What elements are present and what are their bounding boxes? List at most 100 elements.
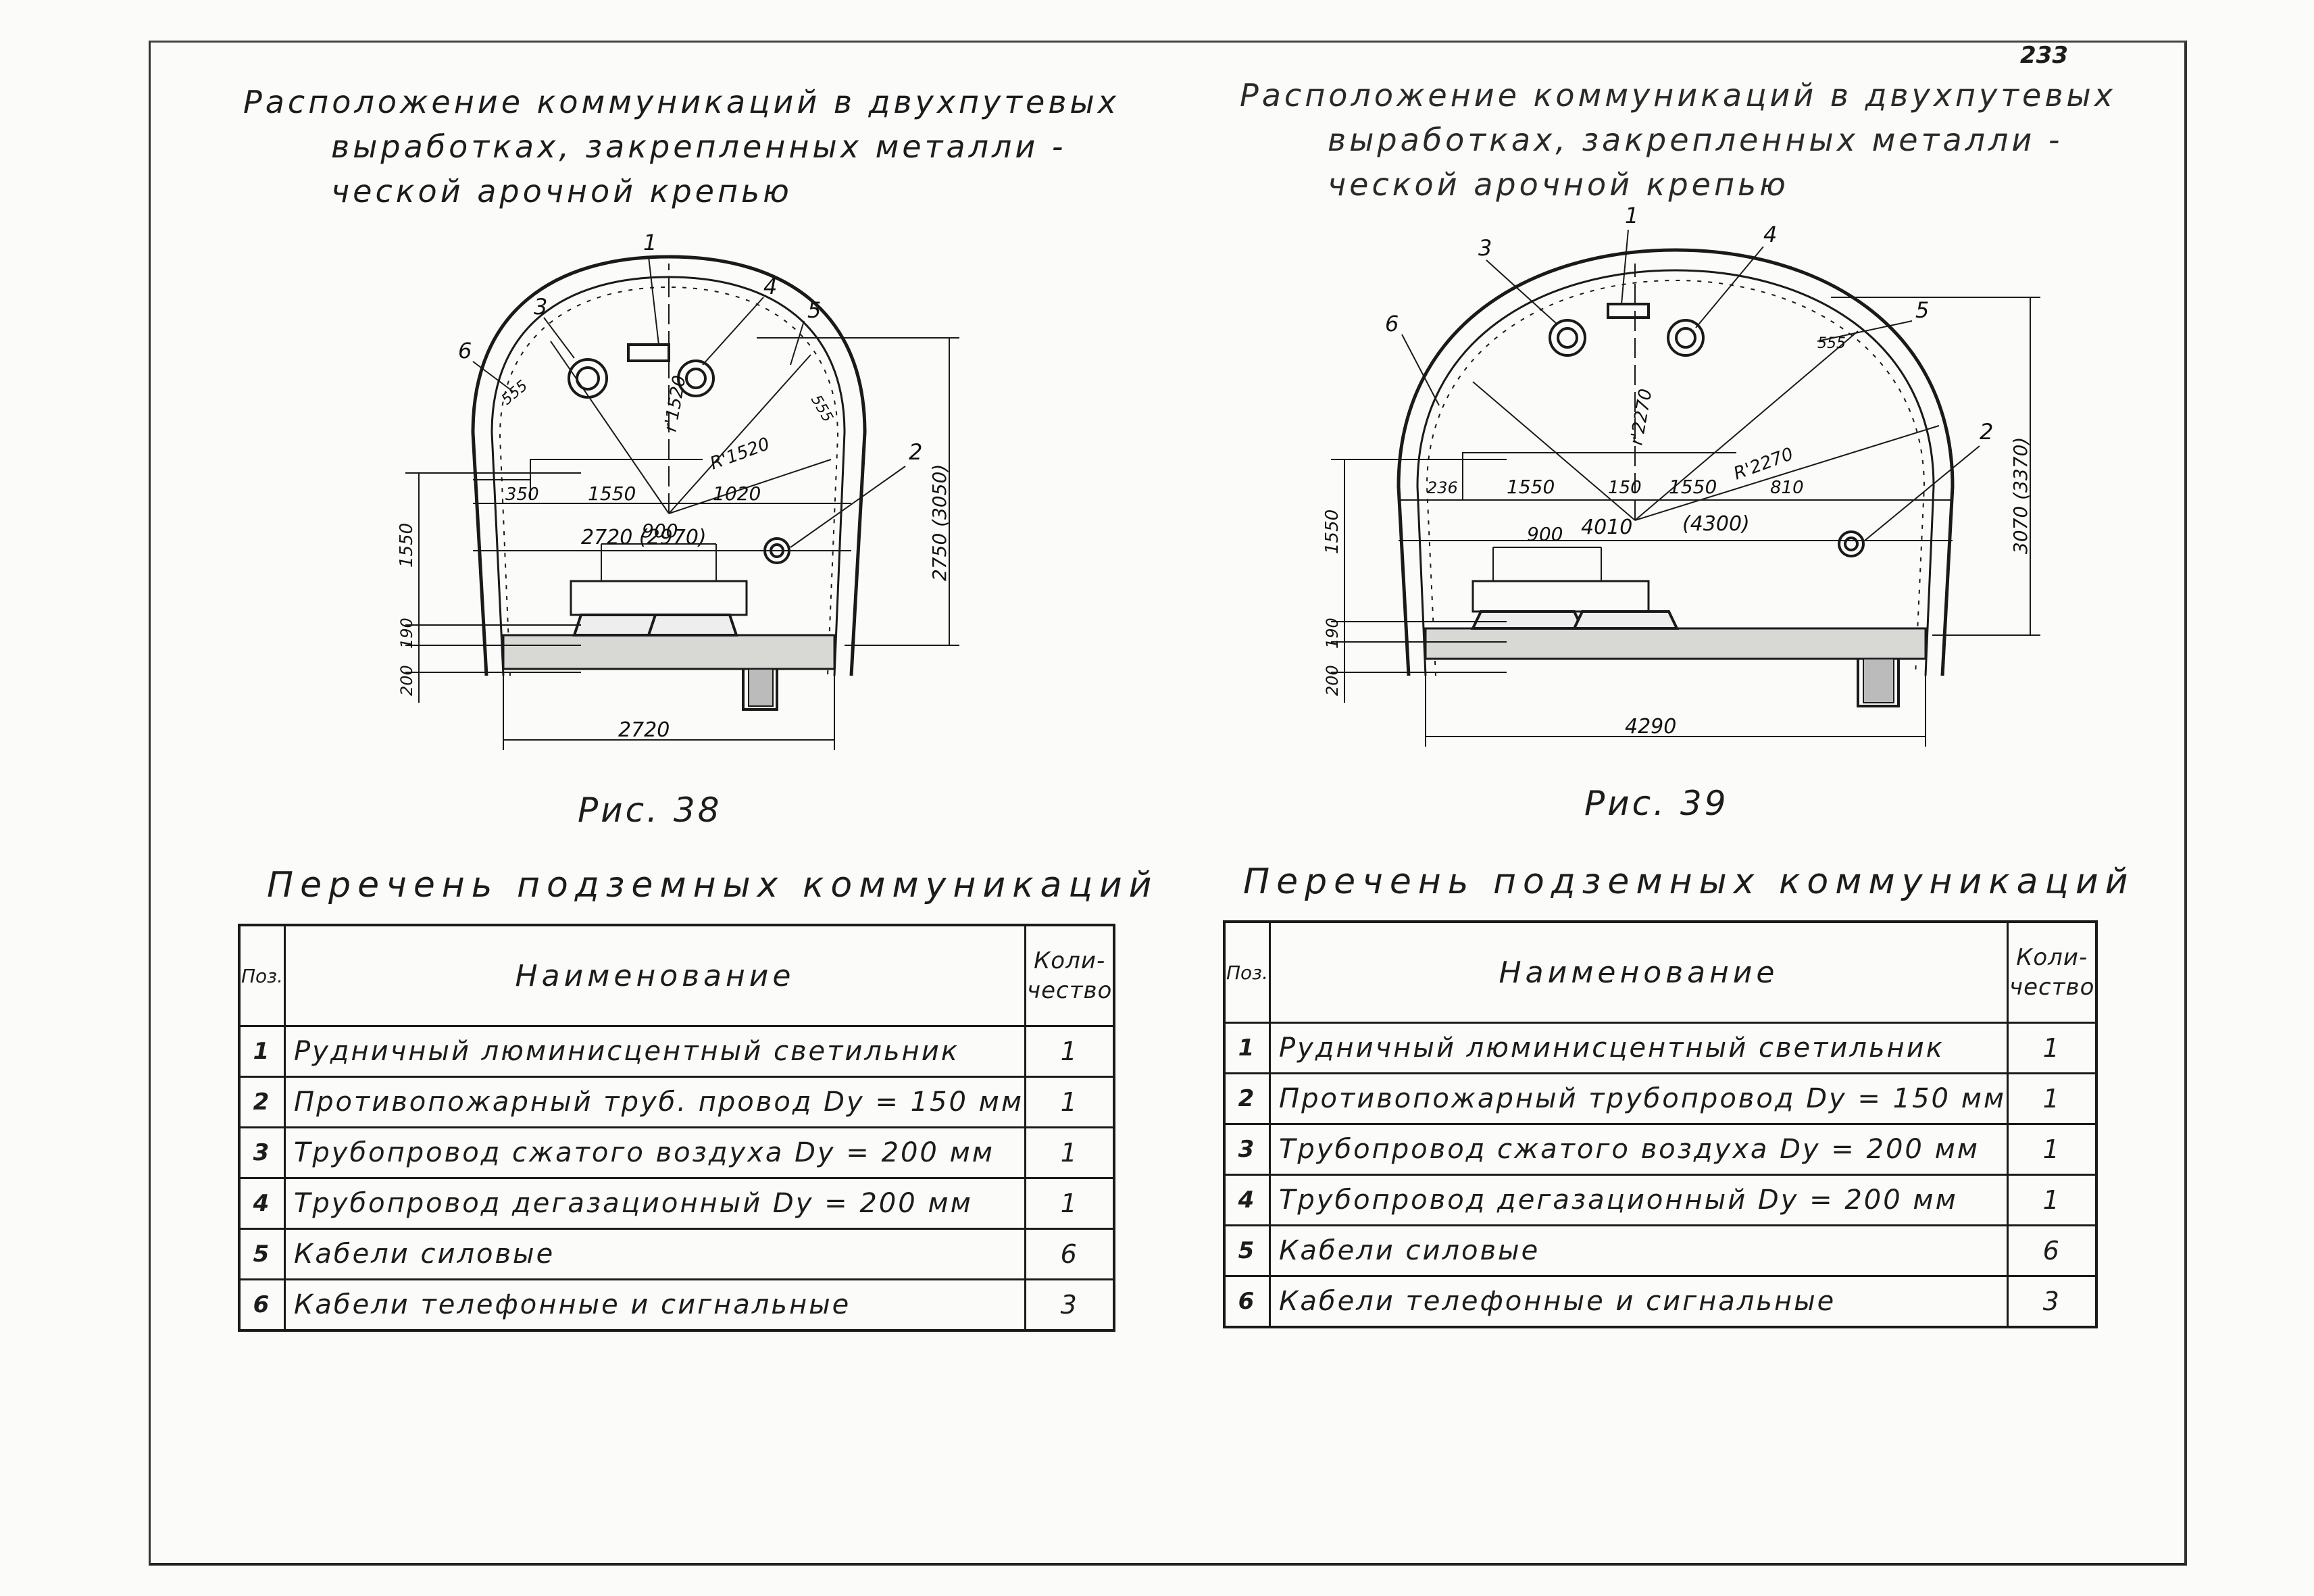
right-dim-810: 810 xyxy=(1770,478,1804,498)
row-qty: 3 xyxy=(1024,1278,1115,1332)
left-dim-r1: r'1520 xyxy=(660,374,690,433)
right-list-title: Перечень подземных коммуникаций xyxy=(1243,862,2135,902)
row-qty: 1 xyxy=(1024,1177,1115,1230)
row-number: 5 xyxy=(238,1228,286,1280)
left-dim-2720: 2720 xyxy=(618,718,670,742)
right-callout-5: 5 xyxy=(1915,297,1929,323)
right-dim-4300: (4300) xyxy=(1682,512,1750,536)
right-dim-v190: 190 xyxy=(1323,618,1342,649)
left-dim-900: 900 xyxy=(642,520,678,542)
left-callout-1: 1 xyxy=(643,230,657,255)
row-number: 1 xyxy=(1223,1022,1271,1074)
right-col-name: Наименование xyxy=(1268,920,2009,1024)
right-figure-caption: Рис. 39 xyxy=(1584,784,1729,823)
right-dim-900: 900 xyxy=(1527,523,1563,545)
right-dim-r1: r'2270 xyxy=(1626,387,1656,447)
right-dim-1550a: 1550 xyxy=(1507,476,1555,498)
row-number: 4 xyxy=(238,1177,286,1230)
row-name: Трубопровод дегазационный Dу = 200 мм xyxy=(283,1177,1027,1230)
right-dim-v1550: 1550 xyxy=(1322,509,1342,554)
drawing-frame xyxy=(149,41,2187,1566)
left-title-line-1: Расположение коммуникаций в двухпутевых xyxy=(243,84,1120,120)
row-qty: 1 xyxy=(2007,1022,2098,1074)
row-name: Противопожарный трубопровод Dу = 150 мм xyxy=(1268,1072,2009,1125)
right-callout-4: 4 xyxy=(1763,222,1777,247)
right-col-qty-line1: Коли- xyxy=(2016,944,2088,971)
row-name: Рудничный люминисцентный светильник xyxy=(1268,1022,2009,1074)
right-dim-150: 150 xyxy=(1608,478,1642,498)
right-callout-1: 1 xyxy=(1625,203,1638,228)
right-title-line-3: ческой арочной крепью xyxy=(1328,166,1789,203)
row-qty: 1 xyxy=(2007,1072,2098,1125)
row-number: 1 xyxy=(238,1025,286,1078)
left-callout-3: 3 xyxy=(534,294,547,320)
right-tunnel-cross-section: 3 1 4 5 6 2 r'2270 R'2270 236 1550 150 1… xyxy=(1322,203,2040,747)
left-dim-v200: 200 xyxy=(397,665,416,696)
left-callout-2: 2 xyxy=(909,439,922,465)
left-col-name: Наименование xyxy=(283,924,1027,1027)
left-title-line-2: выработках, закрепленных металли - xyxy=(331,128,1067,165)
row-number: 6 xyxy=(1223,1275,1271,1328)
left-callout-5: 5 xyxy=(807,297,821,323)
left-col-pos: Поз. xyxy=(238,924,286,1027)
right-callout-2: 2 xyxy=(1980,419,1993,445)
right-title-line-2: выработках, закрепленных металли - xyxy=(1328,122,2063,158)
right-dim-236: 236 xyxy=(1427,478,1458,497)
left-dim-v2750: 2750 (3050) xyxy=(928,464,951,581)
left-list-title: Перечень подземных коммуникаций xyxy=(267,865,1159,905)
row-number: 6 xyxy=(238,1278,286,1332)
page-number: 233 xyxy=(2020,42,2068,69)
left-title-line-3: ческой арочной крепью xyxy=(331,173,793,209)
row-number: 5 xyxy=(1223,1224,1271,1277)
row-name: Рудничный люминисцентный светильник xyxy=(283,1025,1027,1078)
left-cables-5: 555 xyxy=(807,393,836,426)
left-dim-r2: R'1520 xyxy=(707,434,772,474)
right-col-qty: Коли- чество xyxy=(2007,920,2098,1024)
left-col-qty-line1: Коли- xyxy=(1034,947,1106,974)
row-name: Кабели телефонные и сигнальные xyxy=(1268,1275,2009,1328)
row-qty: 6 xyxy=(2007,1224,2098,1277)
row-name: Кабели силовые xyxy=(283,1228,1027,1280)
row-number: 2 xyxy=(1223,1072,1271,1125)
row-number: 3 xyxy=(1223,1123,1271,1176)
row-name: Кабели силовые xyxy=(1268,1224,2009,1277)
right-callout-3: 3 xyxy=(1478,235,1492,261)
row-qty: 1 xyxy=(2007,1123,2098,1176)
right-col-qty-line2: чество xyxy=(2009,974,2095,1001)
row-qty: 6 xyxy=(1024,1228,1115,1280)
left-tunnel-cross-section: 3 1 4 5 6 2 r'1520 R'1520 350 1550 1020 … xyxy=(397,230,959,750)
right-callout-6: 6 xyxy=(1385,311,1399,336)
row-name: Трубопровод сжатого воздуха Dу = 200 мм xyxy=(1268,1123,2009,1176)
left-dim-2720-2970: 2720 (2970) xyxy=(581,526,707,549)
row-qty: 1 xyxy=(1024,1025,1115,1078)
left-dim-v1550: 1550 xyxy=(397,523,417,568)
row-qty: 1 xyxy=(1024,1126,1115,1179)
row-name: Кабели телефонные и сигнальные xyxy=(283,1278,1027,1332)
row-number: 3 xyxy=(238,1126,286,1179)
left-callout-6: 6 xyxy=(458,338,472,364)
right-dim-4010: 4010 xyxy=(1581,516,1632,539)
right-col-pos: Поз. xyxy=(1223,920,1271,1024)
right-dim-v200: 200 xyxy=(1323,665,1342,696)
right-dim-4290: 4290 xyxy=(1625,715,1676,739)
left-dim-1550: 1550 xyxy=(588,482,636,505)
left-col-qty: Коли- чество xyxy=(1024,924,1115,1027)
right-title: Расположение коммуникаций в двухпутевых … xyxy=(1240,73,2118,207)
row-number: 2 xyxy=(238,1076,286,1128)
left-col-qty-line2: чество xyxy=(1027,977,1113,1004)
left-dim-1020: 1020 xyxy=(713,482,761,505)
row-name: Трубопровод сжатого воздуха Dу = 200 мм xyxy=(283,1126,1027,1179)
